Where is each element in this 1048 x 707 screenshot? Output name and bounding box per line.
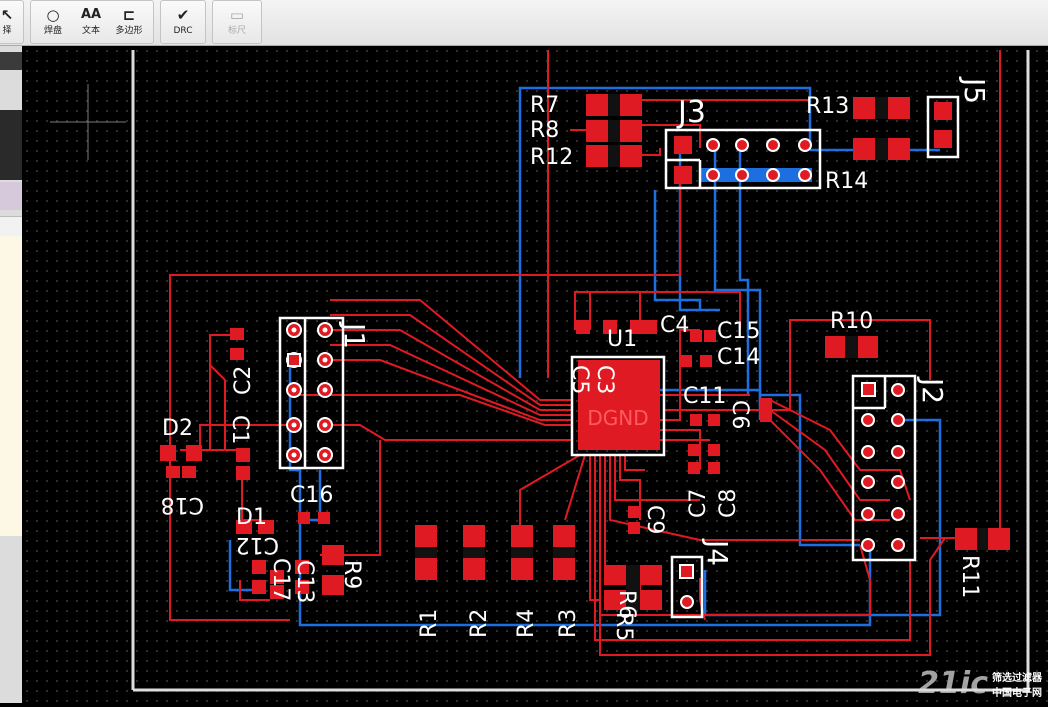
label-c4: C4: [660, 313, 689, 338]
panel-preview: [0, 110, 22, 180]
label-c12: C12: [236, 532, 279, 557]
through-hole-pads: [286, 138, 905, 609]
label-c9: C9: [642, 505, 667, 534]
label-r10: R10: [830, 309, 873, 334]
text-tool-button[interactable]: AA 文本: [73, 3, 109, 41]
label-c17: C17: [268, 558, 293, 601]
label-c6: C6: [727, 400, 752, 429]
pad-tool-button[interactable]: ○ 焊盘: [35, 3, 71, 41]
ruler-group: ▭ 标尺: [212, 0, 262, 44]
polygon-tool-button[interactable]: ⊏ 多边形: [111, 3, 147, 41]
polygon-icon: ⊏: [122, 6, 136, 24]
resistor-bands: [415, 94, 988, 610]
label-c3: C3: [592, 365, 617, 394]
watermark-logo: 21ic: [918, 666, 988, 701]
label-c5: C5: [567, 365, 592, 394]
label-j2: J2: [916, 376, 949, 404]
label-r9: R9: [339, 560, 364, 589]
check-icon: ✔: [176, 6, 190, 24]
drc-group: ✔ DRC: [160, 0, 206, 44]
label-r13: R13: [806, 94, 849, 119]
label-c18: C18: [161, 492, 204, 517]
label-c11: C11: [683, 384, 726, 409]
select-tool-button[interactable]: ↖ 择: [0, 3, 17, 41]
label-j3: J3: [676, 95, 706, 130]
draw-tools-group: ○ 焊盘 AA 文本 ⊏ 多边形: [30, 0, 154, 44]
select-tool-group: ↖ 择: [0, 0, 24, 44]
drc-button[interactable]: ✔ DRC: [165, 3, 201, 41]
label-c2: C2: [231, 366, 256, 395]
u1-pad-label: DGND: [587, 406, 648, 430]
label-r4: R4: [514, 609, 539, 638]
ruler-button[interactable]: ▭ 标尺: [219, 3, 255, 41]
pcb-canvas[interactable]: DGND R7 R8 R12 J3 R13 R14 J5 J1 C2 C1 D2…: [22, 46, 1048, 703]
label-r14: R14: [825, 169, 868, 194]
label-c1: C1: [227, 415, 252, 444]
label-r5: R5: [611, 612, 636, 641]
label-r3: R3: [556, 609, 581, 638]
panel-body: [0, 236, 22, 536]
top-layer-traces: [169, 50, 1001, 656]
label-d1: D1: [236, 505, 267, 530]
label-c15: C15: [717, 319, 760, 344]
label-c7: C7: [686, 489, 711, 518]
label-c14: C14: [717, 345, 760, 370]
silkscreen-labels: R7 R8 R12 J3 R13 R14 J5 J1 C2 C1 D2 C18 …: [161, 76, 991, 641]
label-r7: R7: [530, 93, 559, 118]
toolbar: ↖ 择 ○ 焊盘 AA 文本 ⊏ 多边形 ✔ DRC ▭ 标尺: [0, 0, 1048, 46]
select-icon: ↖: [0, 6, 14, 24]
label-j5: J5: [958, 76, 991, 104]
label-c16: C16: [290, 483, 333, 508]
ruler-icon: ▭: [229, 6, 245, 24]
label-j1: J1: [338, 321, 371, 349]
label-r1: R1: [417, 609, 442, 638]
label-r11: R11: [957, 555, 982, 598]
label-r6: R6: [614, 590, 639, 619]
panel-row[interactable]: [0, 216, 22, 237]
panel-header[interactable]: [0, 182, 22, 210]
panel-tab[interactable]: [0, 52, 22, 70]
pad-icon: ○: [46, 6, 60, 24]
text-icon: AA: [80, 7, 102, 22]
label-r12: R12: [530, 145, 573, 170]
silkscreen-outlines: [278, 95, 960, 619]
label-r8: R8: [530, 118, 559, 143]
pcb-board[interactable]: DGND R7 R8 R12 J3 R13 R14 J5 J1 C2 C1 D2…: [22, 46, 1048, 703]
label-u1: U1: [607, 327, 637, 352]
label-c8: C8: [716, 489, 741, 518]
label-r2: R2: [467, 609, 492, 638]
label-d2: D2: [162, 416, 193, 441]
label-j4: J4: [701, 538, 734, 566]
origin-crosshair: [50, 84, 126, 160]
left-panel: [0, 46, 22, 703]
watermark-caption: 筛选过滤器 中国电子网: [992, 673, 1042, 699]
pads: [160, 94, 1010, 610]
label-c13: C13: [292, 560, 317, 603]
